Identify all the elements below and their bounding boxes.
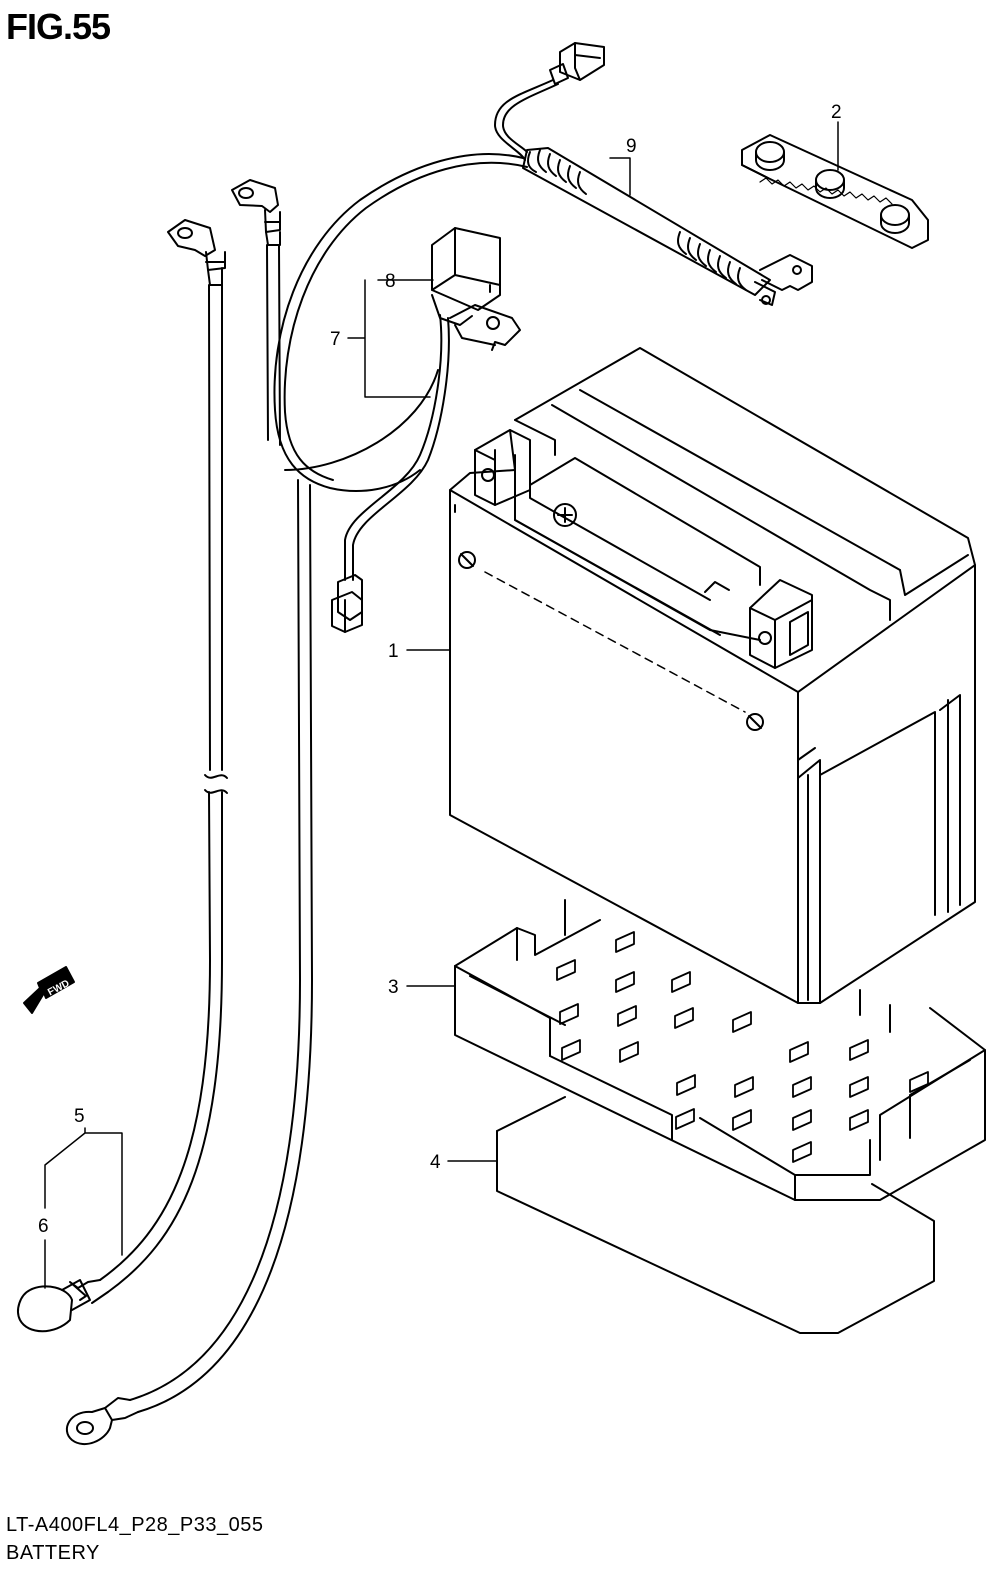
section-name: BATTERY <box>6 1542 100 1564</box>
callout-4: 4 <box>430 1152 441 1173</box>
part-6-terminal-cap <box>17 1279 91 1333</box>
callout-9: 9 <box>626 136 637 157</box>
callout-6: 6 <box>38 1216 49 1237</box>
figure-title: FIG.55 <box>6 6 111 47</box>
part-8-relay <box>431 227 521 351</box>
part-4-battery-pad <box>496 1096 935 1334</box>
fwd-arrow-icon: FWD <box>23 966 75 1014</box>
callout-7: 7 <box>330 329 341 350</box>
negative-cable <box>65 179 313 1446</box>
model-code: LT-A400FL4_P28_P33_055 <box>6 1514 264 1536</box>
part-9-harness-sensor <box>494 42 813 306</box>
callout-2: 2 <box>831 102 842 123</box>
callout-3: 3 <box>388 977 399 998</box>
callout-1: 1 <box>388 641 399 662</box>
leader-lines <box>44 121 839 1289</box>
part-3-battery-tray <box>454 899 986 1201</box>
callout-8: 8 <box>385 271 396 292</box>
part-1-battery <box>449 347 976 1004</box>
harness-loop <box>273 153 528 492</box>
callout-5: 5 <box>74 1106 85 1127</box>
part-5-cable <box>69 219 228 1304</box>
part-2-terminal-cover <box>741 134 929 249</box>
